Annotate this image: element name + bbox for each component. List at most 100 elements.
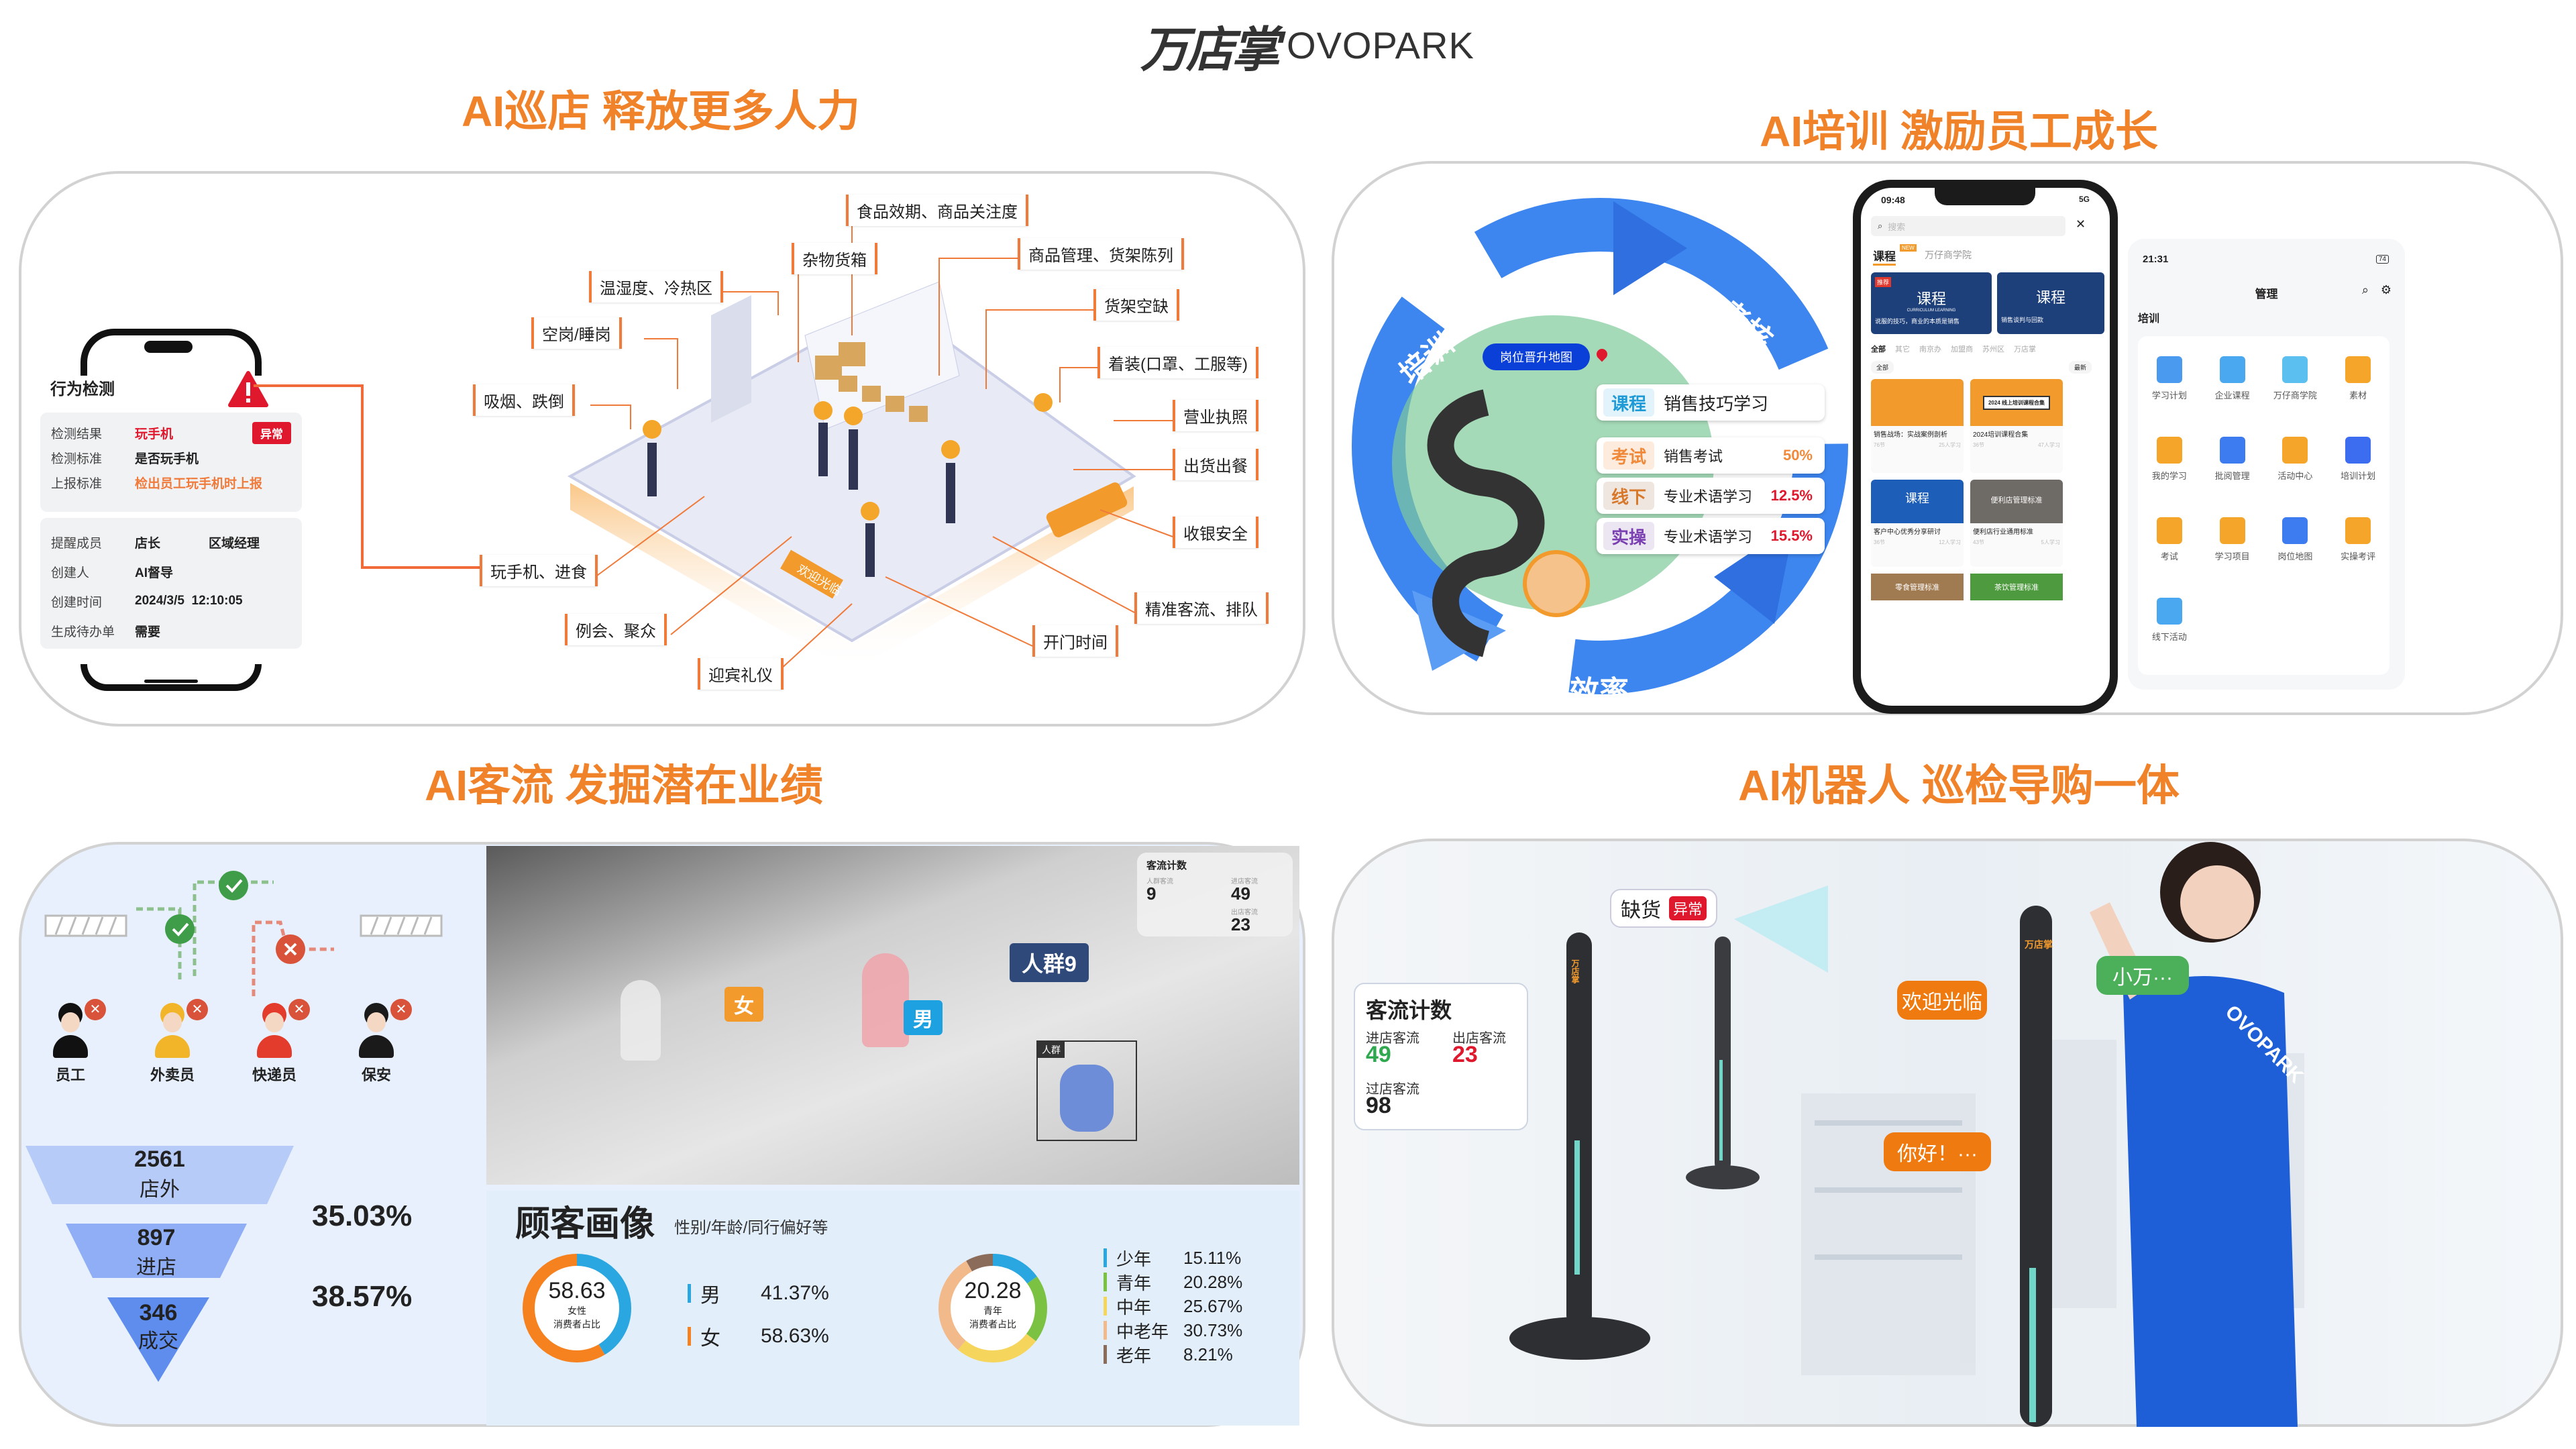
close-icon[interactable]: ✕ xyxy=(2076,217,2086,231)
row-key: 生成待办单 xyxy=(51,625,115,639)
robot-title: AI机器人 巡检导购一体 xyxy=(1738,761,2180,810)
counter-value-pass: 98 xyxy=(1366,1093,1391,1118)
stock-badge: 异常 xyxy=(1669,896,1707,920)
label-open-time: 开门时间 xyxy=(1032,625,1118,657)
stock-alert-bubble: 缺货 异常 xyxy=(1610,889,1718,928)
menu-item-icon xyxy=(2345,517,2371,544)
settings-icon[interactable]: ⚙ xyxy=(2380,283,2392,297)
course-tag: 课程 xyxy=(1603,388,1654,417)
menu-item[interactable]: 素材 xyxy=(2326,356,2390,437)
menu-item-label: 活动中心 xyxy=(2277,471,2313,481)
menu-item-label: 线下活动 xyxy=(2151,632,2187,642)
career-map-button[interactable]: 岗位晋升地图 xyxy=(1483,343,1590,370)
label-cashier: 收银安全 xyxy=(1173,517,1258,548)
legend-swatch xyxy=(1104,1345,1107,1364)
tab-course[interactable]: 课程 xyxy=(1873,247,1896,266)
funnel-deal xyxy=(107,1297,209,1382)
course-banner[interactable]: 推荐 课程 CURRICULUM LEARNING 说服的技巧，商业的本质是销售 xyxy=(1871,272,1992,334)
filter-tab[interactable]: 其它 xyxy=(1895,345,1910,354)
filter-tab[interactable]: 加盟商 xyxy=(1951,345,1973,354)
funnel-entered-label: 进店 xyxy=(136,1256,176,1279)
row-key: 检测结果 xyxy=(51,427,103,441)
counter-value: 49 xyxy=(1231,883,1250,904)
menu-item[interactable]: 活动中心 xyxy=(2264,437,2327,517)
person-icon xyxy=(356,1003,396,1063)
menu-item[interactable]: 实操考评 xyxy=(2326,517,2390,598)
filter-tab[interactable]: 南京办 xyxy=(1919,345,1941,354)
shelf xyxy=(804,281,960,430)
robot-pole xyxy=(2020,906,2052,1427)
menu-item[interactable]: 岗位地图 xyxy=(2264,517,2327,598)
banner-word: 课程 xyxy=(2035,289,2065,306)
menu-item[interactable]: 学习项目 xyxy=(2201,517,2264,598)
welcome-mat xyxy=(780,549,843,599)
tab-academy[interactable]: 万仔商学院 xyxy=(1925,250,1972,260)
course-progress: 12.5% xyxy=(1770,487,1813,504)
filter-tab[interactable]: 苏州区 xyxy=(1982,345,2004,354)
label-shelf-display: 商品管理、货架陈列 xyxy=(1018,238,1184,270)
course-item[interactable]: 茶饮管理标准 xyxy=(1970,574,2063,600)
donut-center-value: 20.28 xyxy=(964,1278,1022,1303)
legend-label: 老年 xyxy=(1116,1345,1152,1366)
course-cover-text: 便利店管理标准 xyxy=(1970,480,2063,523)
status-time: 21:31 xyxy=(2143,254,2169,265)
course-item-title: 2024培训课程合集 xyxy=(1973,431,2029,439)
search-icon[interactable]: ⌕ xyxy=(2361,283,2369,297)
funnel-outside-value: 2561 xyxy=(134,1146,185,1172)
age-donut xyxy=(938,1254,1047,1362)
label-delivery: 出货出餐 xyxy=(1173,449,1258,480)
entry-rate: 35.03% xyxy=(312,1199,413,1232)
legend-label: 女 xyxy=(700,1328,720,1350)
detect-card: 检测结果玩手机 异常 检测标准是否玩手机 上报标准检出员工玩手机时上报 xyxy=(40,413,302,512)
legend-value: 41.37% xyxy=(761,1282,829,1304)
label-food-expiry: 食品效期、商品关注度 xyxy=(846,195,1028,226)
filter-dropdown[interactable]: 全部 xyxy=(1871,361,1894,374)
course-card[interactable]: 课程销售技巧学习 xyxy=(1597,384,1825,421)
menu-item[interactable]: 学习计划 xyxy=(2138,356,2201,437)
course-banner[interactable]: 课程 销售谈判与回款 xyxy=(1997,272,2104,334)
person-role-label: 保安 xyxy=(361,1067,391,1083)
label-smoking: 吸烟、跌倒 xyxy=(473,384,575,416)
manage-screen: 21:31 74 管理 ⌕ ⚙ 培训 学习计划企业课程万仔商学院素材我的学习批阅… xyxy=(2128,239,2405,690)
label-shelf-empty: 货架空缺 xyxy=(1093,289,1179,321)
menu-item-label: 岗位地图 xyxy=(2277,551,2313,561)
menu-item-icon xyxy=(2282,437,2308,464)
brand-logo: 万店掌 OVOPARK xyxy=(1140,15,1474,77)
row-value: 区域经理 xyxy=(209,536,260,551)
menu-item[interactable]: 企业课程 xyxy=(2201,356,2264,437)
menu-item-label: 学习计划 xyxy=(2151,390,2187,400)
patrol-title: AI巡店 释放更多人力 xyxy=(462,87,860,136)
menu-item[interactable]: 批阅管理 xyxy=(2201,437,2264,517)
filter-tab[interactable]: 全部 xyxy=(1871,345,1886,354)
camera-beam xyxy=(1734,885,1828,973)
cycle-label-efficiency: 效率 xyxy=(1570,676,1629,708)
menu-item-label: 考试 xyxy=(2160,551,2178,561)
excluded-x-icon: ✕ xyxy=(288,999,310,1020)
menu-item[interactable]: 培训计划 xyxy=(2326,437,2390,517)
course-item[interactable]: 零食管理标准 xyxy=(1871,574,1964,600)
menu-item[interactable]: 我的学习 xyxy=(2138,437,2201,517)
funnel-outside-label: 店外 xyxy=(140,1179,180,1201)
counter-value: 9 xyxy=(1146,883,1157,904)
menu-item[interactable]: 线下活动 xyxy=(2138,598,2201,678)
course-lessons: 76节 xyxy=(1874,442,1885,448)
menu-item[interactable]: 考试 xyxy=(2138,517,2201,598)
avatar xyxy=(1523,550,1590,617)
logo-cn: 万店掌 xyxy=(1140,23,1280,77)
course-phone: 09:48 5G ⌕搜索 ✕ 课程 NEW 万仔商学院 推荐 课程 CURRIC… xyxy=(1853,180,2118,714)
sort-dropdown[interactable]: 最新 xyxy=(2069,361,2092,374)
menu-item-label: 企业课程 xyxy=(2214,390,2250,400)
menu-item[interactable]: 万仔商学院 xyxy=(2264,356,2327,437)
legend-label: 中老年 xyxy=(1116,1321,1169,1342)
legend-swatch xyxy=(1104,1321,1107,1340)
search-input[interactable]: ⌕搜索 xyxy=(1871,216,2065,236)
filter-tab[interactable]: 万店掌 xyxy=(2014,345,2036,354)
